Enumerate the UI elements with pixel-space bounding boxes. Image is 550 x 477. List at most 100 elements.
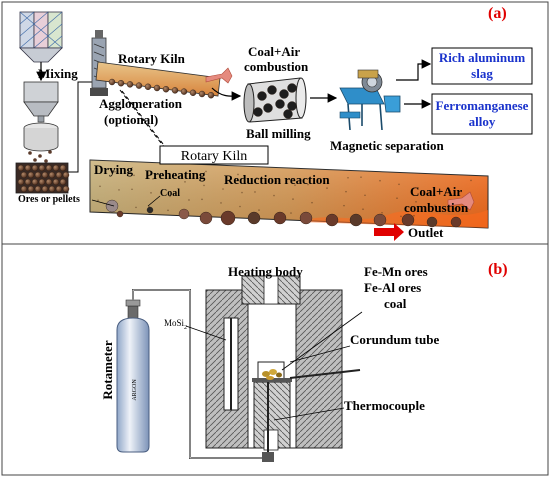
kiln-ball xyxy=(146,206,154,214)
coal-label: Coal xyxy=(160,188,180,199)
kiln-ball xyxy=(116,210,124,218)
flame-arrow-icon xyxy=(205,67,233,84)
rich-aluminum-slag-line2: slag xyxy=(471,66,493,81)
ore-sample-icon xyxy=(262,369,282,380)
kiln-detail-title-box xyxy=(159,145,269,165)
ores-label-2: Fe-Al ores xyxy=(364,280,421,295)
argon-label: ARGON xyxy=(132,379,138,401)
magnetic-separation-label: Magnetic separation xyxy=(330,138,445,153)
kiln-fleck xyxy=(201,198,203,201)
outlet-arrow-icon xyxy=(374,223,404,241)
kiln-ball xyxy=(199,211,213,225)
pellet xyxy=(45,178,53,186)
rotameter-label: Rotameter xyxy=(100,340,115,399)
kiln-pellet xyxy=(117,79,125,87)
drying-label: Drying xyxy=(94,162,134,177)
ferromanganese-alloy-line2: alloy xyxy=(469,114,496,129)
kiln-fleck xyxy=(135,206,137,209)
pellet xyxy=(62,171,70,179)
kiln-fleck xyxy=(237,173,239,176)
kiln-fleck xyxy=(400,215,402,218)
kiln-fleck xyxy=(364,194,366,197)
pellet xyxy=(62,185,70,193)
pellet xyxy=(38,164,46,172)
kiln-pellet xyxy=(108,78,116,86)
rotary-kiln-detail xyxy=(89,159,489,229)
kiln-fleck xyxy=(241,191,243,194)
pellet xyxy=(59,178,67,186)
pellet xyxy=(48,171,56,179)
kiln-fleck xyxy=(220,202,222,204)
mill-ball xyxy=(257,91,267,101)
pellet xyxy=(24,164,32,172)
kiln-fleck xyxy=(152,178,154,180)
kiln-fleck xyxy=(345,190,347,193)
ball-mill-icon xyxy=(243,77,307,123)
pellet xyxy=(34,185,42,193)
pellet xyxy=(52,164,60,172)
kiln-fleck xyxy=(131,188,133,191)
panel-b-label: (b) xyxy=(488,261,508,278)
pellet xyxy=(38,178,46,186)
kiln-pellet xyxy=(189,89,197,97)
kiln-pellet xyxy=(144,83,152,91)
kiln-fleck xyxy=(95,167,97,169)
kiln-ball xyxy=(105,199,119,213)
kiln-fleck xyxy=(434,204,436,207)
kiln-fleck xyxy=(97,199,99,202)
kiln-fleck xyxy=(347,176,349,179)
coal-air-combustion-bottom-2: combustion xyxy=(404,200,469,215)
rotary-kiln-small xyxy=(95,61,221,99)
kiln-pellet xyxy=(180,88,188,95)
heating-body-label: Heating body xyxy=(228,264,303,279)
kiln-fleck xyxy=(205,170,207,173)
kiln-fleck xyxy=(415,200,417,203)
rich-aluminum-slag-line1: Rich aluminum xyxy=(439,50,525,65)
kiln-fleck xyxy=(273,194,275,197)
kiln-fleck xyxy=(99,185,101,188)
kiln-ball xyxy=(349,213,363,227)
kiln-ball xyxy=(178,208,190,220)
kiln-ball xyxy=(247,211,261,225)
mill-ball xyxy=(283,109,293,119)
argon-cylinder-icon xyxy=(116,299,150,453)
kiln-ball xyxy=(273,211,287,225)
thermocouple-label: Thermocouple xyxy=(344,398,425,413)
kiln-fleck xyxy=(343,204,345,207)
kiln-fleck xyxy=(449,190,451,192)
kiln-fleck xyxy=(222,188,224,190)
mixer-icon xyxy=(23,81,59,123)
mill-ball xyxy=(287,101,297,111)
kiln-fleck xyxy=(203,184,205,187)
pellet xyxy=(20,185,28,193)
kiln-fleck xyxy=(118,189,120,191)
pellet xyxy=(31,164,39,172)
kiln-fleck xyxy=(150,192,152,194)
magnetic-separator-icon xyxy=(339,69,401,131)
rotary-kiln-label-top: Rotary Kiln xyxy=(118,51,186,66)
kiln-fleck xyxy=(379,179,381,182)
kiln-ball xyxy=(373,213,387,227)
ores-label-1: Fe-Mn ores xyxy=(364,264,428,279)
kiln-ball xyxy=(325,213,339,227)
kiln-fleck xyxy=(417,187,419,189)
ferromanganese-alloy-line1: Ferromanganese xyxy=(436,98,529,113)
pellet xyxy=(41,171,49,179)
flame-arrow-bottom-icon xyxy=(447,191,475,211)
kiln-fleck xyxy=(114,170,116,173)
pellet xyxy=(41,185,49,193)
kiln-pellet xyxy=(153,84,161,92)
agglomeration-optional-label: (optional) xyxy=(104,112,158,127)
coal-air-combustion-top-1: Coal+Air xyxy=(248,44,300,59)
pellet xyxy=(45,164,53,172)
pellet xyxy=(17,164,25,172)
kiln-fleck xyxy=(292,198,294,200)
mill-ball xyxy=(263,103,273,113)
agglomeration-label: Agglomeration xyxy=(99,96,183,111)
kiln-fleck xyxy=(413,214,415,217)
kiln-fleck xyxy=(307,183,309,186)
panel-a: Mixing xyxy=(15,5,533,241)
pellet xyxy=(48,185,56,193)
